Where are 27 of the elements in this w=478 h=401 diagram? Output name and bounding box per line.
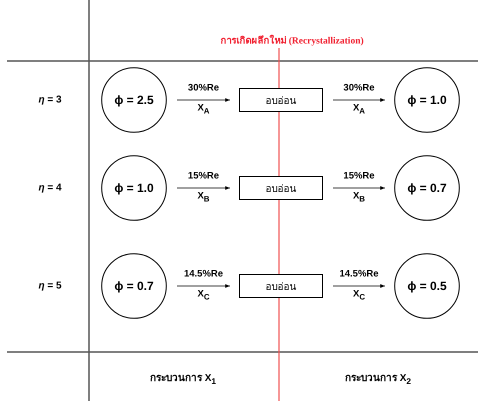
circle-node: ϕ = 1.0 (394, 67, 460, 133)
edge-label: 14.5%Re X$_{C}$ (184, 268, 224, 304)
arrow (176, 186, 230, 190)
column-label: กระบวนการ X$_{2}$ (344, 372, 412, 386)
circle-node: ϕ = 2.5 (101, 67, 167, 133)
arrow (176, 284, 230, 288)
edge-label: 30%Re X$_{A}$ (188, 82, 220, 118)
edge-label: 30%Re X$_{A}$ (343, 82, 375, 118)
column-label: กระบวนการ X$_{1}$ (150, 372, 216, 386)
arrow (332, 98, 386, 102)
circle-node: ϕ = 0.7 (394, 155, 460, 221)
edge-label: 15%Re X$_{B}$ (188, 170, 220, 206)
edge-label: 14.5%Re X$_{C}$ (339, 268, 379, 304)
circle-node: ϕ = 1.0 (101, 155, 167, 221)
row-label: η = 3 (38, 94, 62, 106)
process-box: อบอ่อน (239, 274, 323, 298)
row-label: η = 4 (38, 182, 62, 194)
arrow (332, 284, 386, 288)
edge-label: 15%Re X$_{B}$ (343, 170, 375, 206)
process-box: อบอ่อน (239, 176, 323, 200)
arrow (176, 98, 230, 102)
boundary-label: การเกิดผลึกใหม่ (Recrystallization) (220, 34, 364, 48)
circle-node: ϕ = 0.7 (101, 253, 167, 319)
process-box: อบอ่อน (239, 88, 323, 112)
arrow (332, 186, 386, 190)
circle-node: ϕ = 0.5 (394, 253, 460, 319)
row-label: η = 5 (38, 280, 62, 292)
